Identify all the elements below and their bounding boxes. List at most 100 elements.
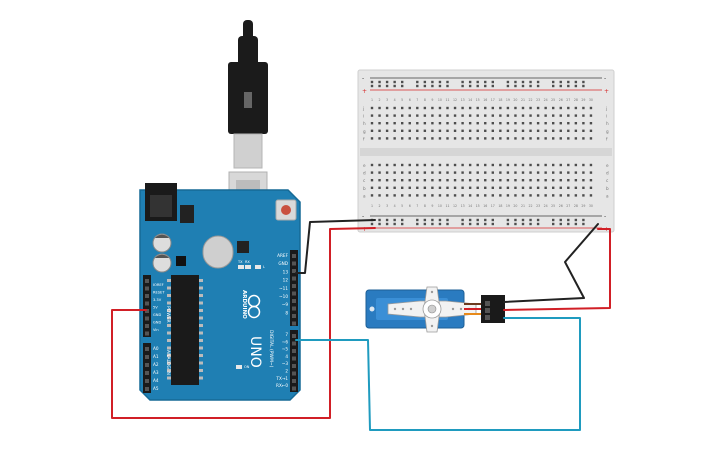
breadboard-hole[interactable] [393,114,396,117]
breadboard-hole[interactable] [446,222,449,226]
breadboard-hole[interactable] [521,137,525,140]
breadboard-hole[interactable] [521,163,525,167]
breadboard-hole[interactable] [514,179,517,182]
breadboard-hole[interactable] [552,179,555,182]
header-pin[interactable] [292,314,296,318]
breadboard-hole[interactable] [506,186,510,189]
breadboard-hole[interactable] [536,122,540,125]
breadboard-hole[interactable] [476,114,479,117]
breadboard-hole[interactable] [499,129,502,132]
breadboard-hole[interactable] [529,179,532,182]
breadboard-hole[interactable] [529,122,532,125]
breadboard-hole[interactable] [438,129,442,132]
breadboard-hole[interactable] [476,106,479,110]
breadboard-hole[interactable] [401,186,404,189]
breadboard-hole[interactable] [438,122,442,125]
breadboard-hole[interactable] [416,194,419,197]
breadboard-hole[interactable] [423,186,427,189]
breadboard-hole[interactable] [536,194,540,197]
breadboard-hole[interactable] [589,163,593,167]
breadboard-hole[interactable] [491,106,494,110]
breadboard-hole[interactable] [370,194,374,197]
breadboard-hole[interactable] [484,218,487,222]
header-pin[interactable] [292,284,296,288]
breadboard-hole[interactable] [574,122,578,125]
breadboard-hole[interactable] [552,106,555,110]
breadboard-hole[interactable] [408,114,411,117]
header-pin[interactable] [145,279,149,283]
breadboard-hole[interactable] [491,186,494,189]
breadboard-hole[interactable] [453,171,457,174]
breadboard-hole[interactable] [468,84,472,88]
header-pin[interactable] [145,286,149,291]
breadboard-hole[interactable] [574,106,578,110]
header-pin[interactable] [292,269,296,273]
breadboard-hole[interactable] [446,122,449,125]
breadboard-hole[interactable] [544,137,547,140]
breadboard-hole[interactable] [378,106,381,110]
breadboard-hole[interactable] [521,194,525,197]
header-pin[interactable] [292,321,296,326]
breadboard-hole[interactable] [431,163,434,167]
servo-connector[interactable] [481,295,505,323]
breadboard-hole[interactable] [423,84,427,88]
breadboard-hole[interactable] [552,171,555,174]
breadboard-hole[interactable] [536,137,540,140]
breadboard-hole[interactable] [423,179,427,182]
breadboard-hole[interactable] [514,80,517,84]
breadboard-hole[interactable] [393,186,396,189]
breadboard-hole[interactable] [453,186,457,189]
breadboard-hole[interactable] [574,114,578,117]
breadboard-hole[interactable] [582,179,585,182]
breadboard-hole[interactable] [499,171,502,174]
header-pin[interactable] [145,379,149,383]
header-pin[interactable] [145,301,149,306]
breadboard-hole[interactable] [499,122,502,125]
breadboard-hole[interactable] [521,129,525,132]
breadboard-hole[interactable] [431,194,434,197]
breadboard-hole[interactable] [393,163,396,167]
breadboard-hole[interactable] [416,80,419,84]
breadboard-hole[interactable] [559,194,562,197]
breadboard-hole[interactable] [491,163,494,167]
breadboard-hole[interactable] [529,194,532,197]
breadboard-hole[interactable] [529,137,532,140]
wire-signal-to-servo[interactable] [295,317,581,431]
breadboard-hole[interactable] [461,218,464,222]
breadboard-hole[interactable] [559,114,562,117]
breadboard-hole[interactable] [416,137,419,140]
header-pin[interactable] [292,261,296,266]
breadboard-hole[interactable] [385,222,389,226]
breadboard-hole[interactable] [401,163,404,167]
breadboard-hole[interactable] [484,80,487,84]
breadboard-hole[interactable] [567,222,570,226]
breadboard-hole[interactable] [514,186,517,189]
breadboard-hole[interactable] [370,84,374,88]
breadboard-hole[interactable] [423,218,427,222]
breadboard-hole[interactable] [431,186,434,189]
breadboard-hole[interactable] [589,137,593,140]
breadboard-hole[interactable] [567,114,570,117]
breadboard-hole[interactable] [514,222,517,226]
breadboard-hole[interactable] [468,129,472,132]
breadboard-hole[interactable] [582,222,585,226]
breadboard-hole[interactable] [521,80,525,84]
breadboard-hole[interactable] [559,137,562,140]
breadboard-hole[interactable] [476,137,479,140]
breadboard-hole[interactable] [393,137,396,140]
breadboard-hole[interactable] [552,163,555,167]
breadboard-hole[interactable] [401,218,404,222]
breadboard-hole[interactable] [514,194,517,197]
breadboard-hole[interactable] [408,186,411,189]
breadboard-hole[interactable] [552,129,555,132]
breadboard-hole[interactable] [408,163,411,167]
breadboard-hole[interactable] [574,163,578,167]
breadboard-hole[interactable] [567,179,570,182]
breadboard-hole[interactable] [378,114,381,117]
breadboard-hole[interactable] [506,122,510,125]
breadboard-hole[interactable] [521,114,525,117]
breadboard-hole[interactable] [506,222,510,226]
breadboard-hole[interactable] [514,218,517,222]
breadboard-hole[interactable] [589,114,593,117]
breadboard-hole[interactable] [491,114,494,117]
